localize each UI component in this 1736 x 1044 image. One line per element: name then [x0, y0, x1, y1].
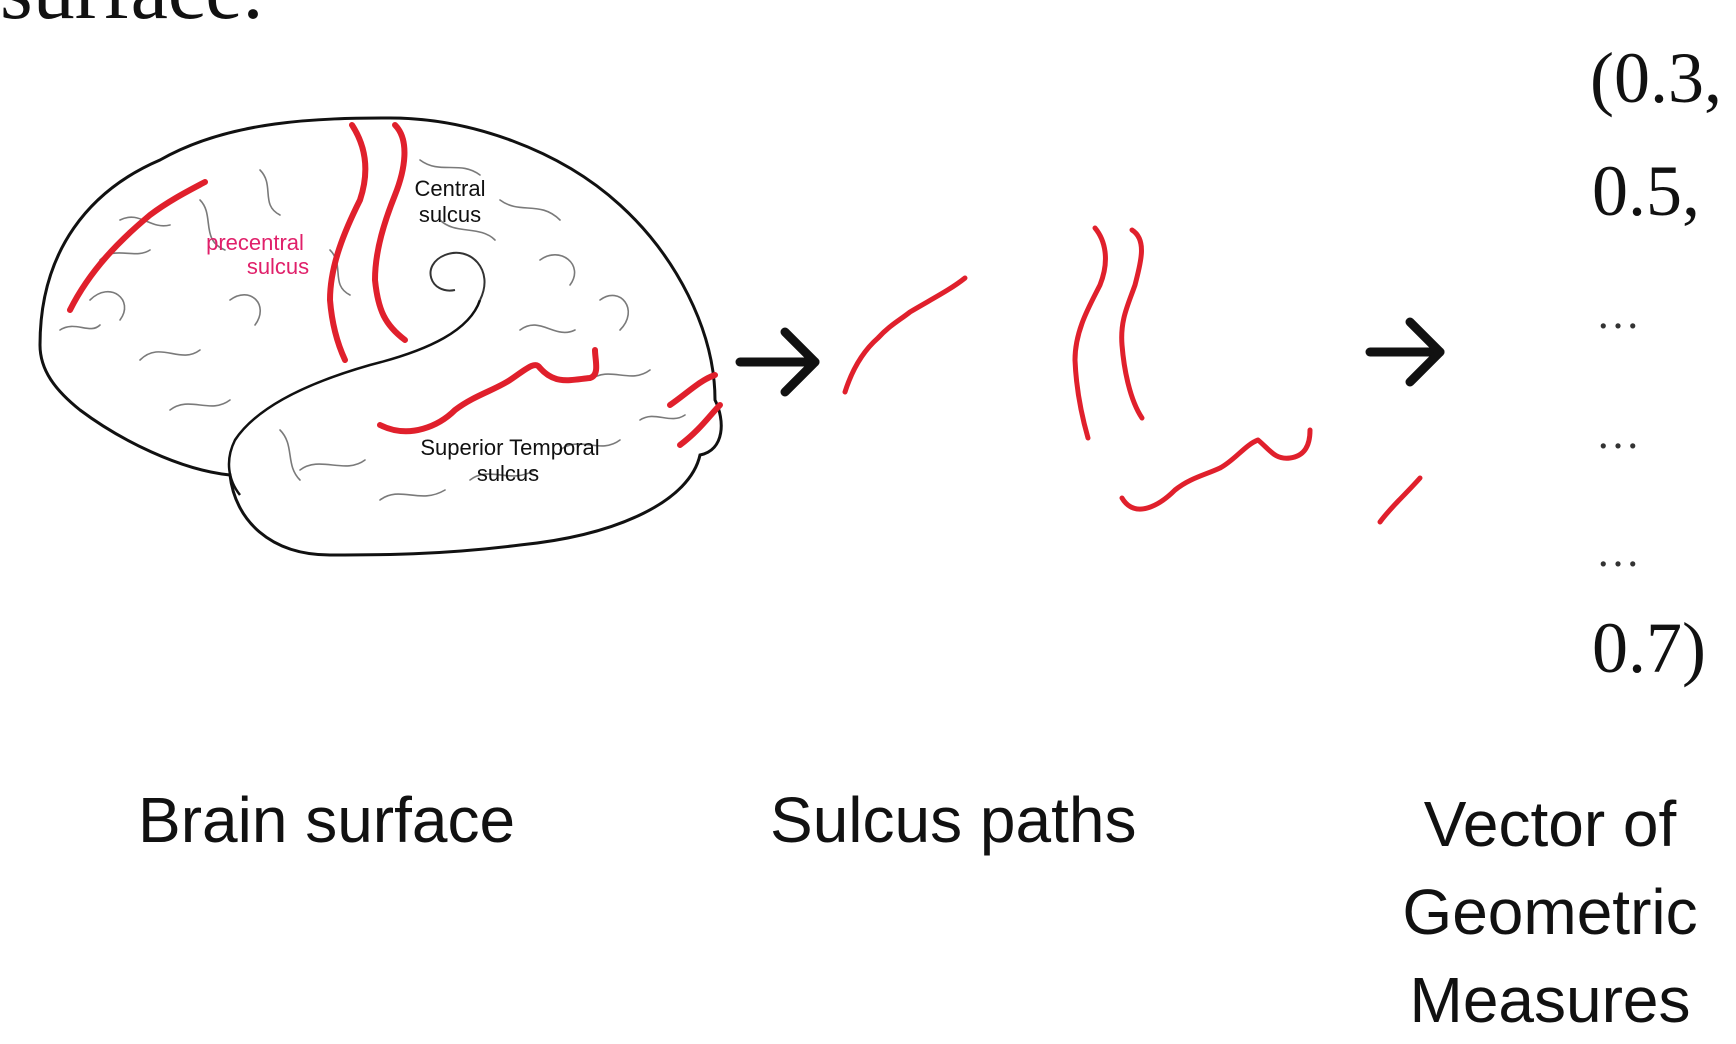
superior-temporal-sulcus-label-line2: sulcus — [477, 461, 539, 486]
caption-brain-surface: Brain surface — [138, 788, 515, 852]
central-sulcus-label-line1: Central — [415, 176, 486, 201]
caption-vector-of-geometric-measures: Vector of Geometric Measures — [1370, 780, 1730, 1044]
caption-sulcus-paths: Sulcus paths — [770, 788, 1136, 852]
vector-value-last: 0.7) — [1592, 612, 1706, 684]
vector-ellipsis-3: … — [1596, 530, 1644, 574]
caption-vector-line3: Measures — [1370, 956, 1730, 1044]
caption-vector-line2: Geometric — [1370, 868, 1730, 956]
extracted-sulcus-paths — [845, 228, 1420, 522]
brain-illustration: Central sulcus precentral sulcus Superio… — [40, 118, 721, 555]
vector-value-first: (0.3, — [1590, 42, 1722, 114]
superior-temporal-sulcus-label-line1: Superior Temporal — [420, 435, 599, 460]
arrow-paths-to-vector — [1370, 322, 1440, 382]
precentral-sulcus-label-line2: sulcus — [247, 254, 309, 279]
precentral-sulcus-label-line1: precentral — [206, 230, 304, 255]
vector-ellipsis-2: … — [1596, 412, 1644, 456]
top-partial-heading: surface. — [0, 0, 263, 37]
extracted-central-left-path — [1075, 228, 1105, 438]
extracted-precentral-path — [845, 278, 965, 392]
vector-value-second: 0.5, — [1592, 155, 1700, 227]
extracted-central-right-path — [1122, 230, 1142, 418]
central-sulcus-label-line2: sulcus — [419, 202, 481, 227]
brain-outline — [40, 118, 721, 555]
extracted-superior-temporal-path — [1122, 430, 1310, 509]
caption-vector-line1: Vector of — [1370, 780, 1730, 868]
arrow-brain-to-paths — [740, 332, 815, 392]
extracted-occipital-path — [1380, 478, 1420, 522]
vector-ellipsis-1: … — [1596, 292, 1644, 336]
